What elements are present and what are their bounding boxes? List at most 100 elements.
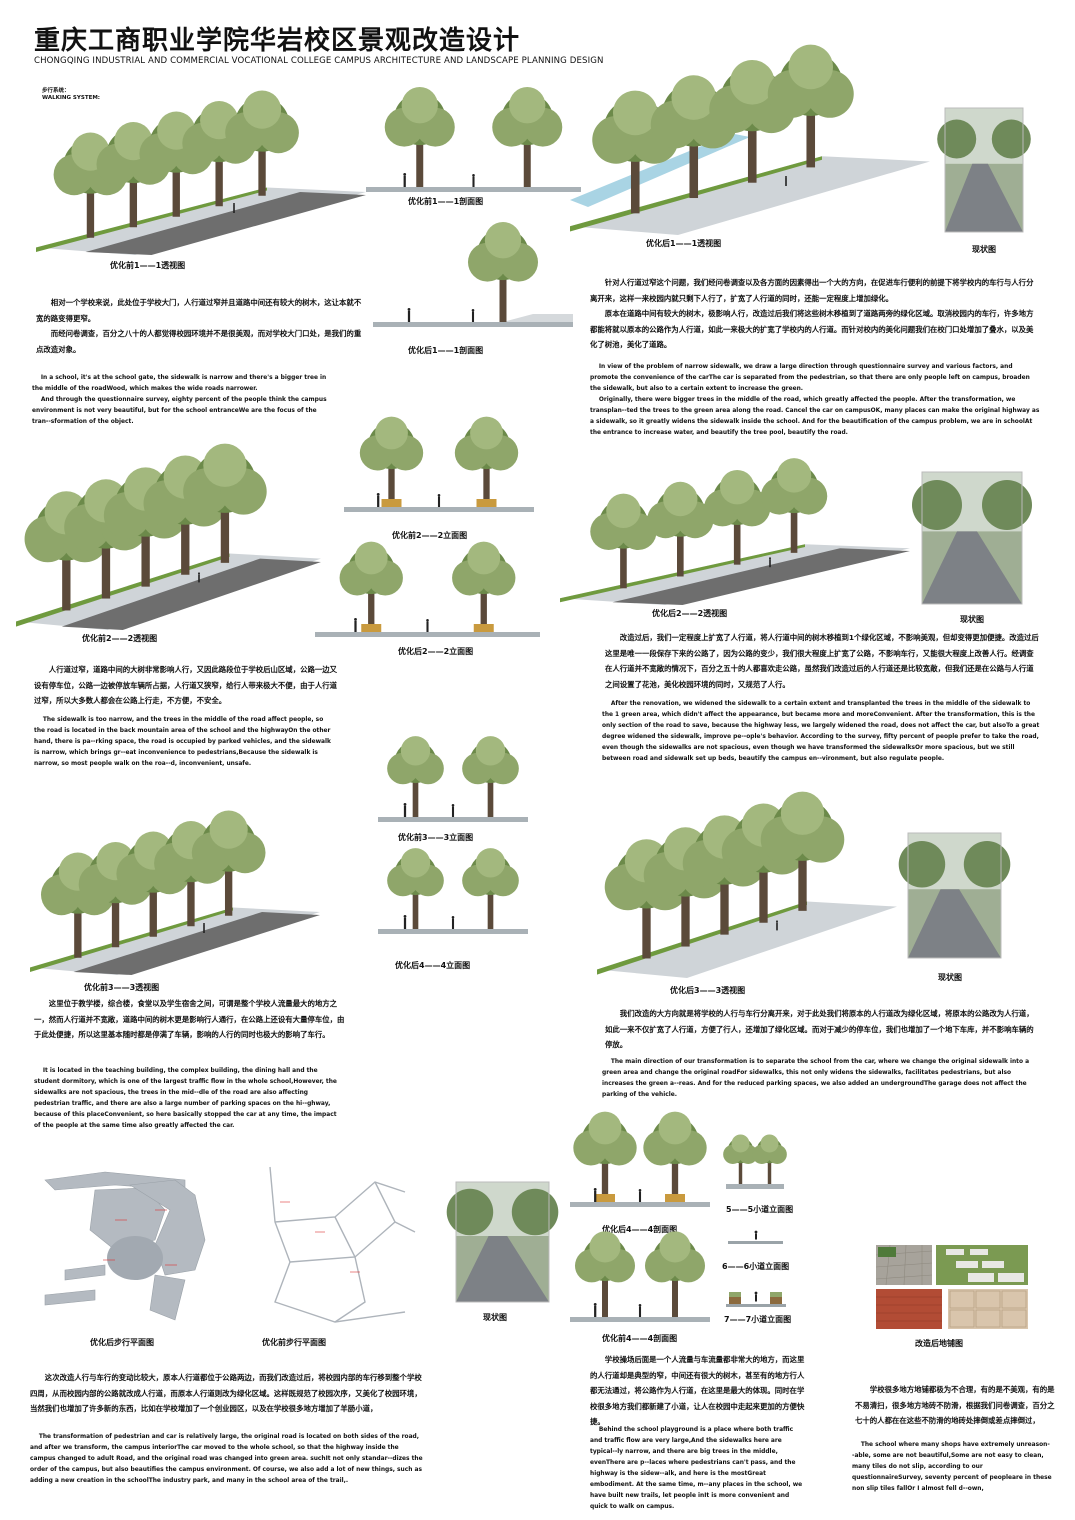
person-figure (233, 203, 235, 213)
walking-system-label: 步行系统： WALKING SYSTEM: (42, 88, 100, 102)
person-figure (472, 174, 475, 187)
caption-before2-elevation: 优化前2——2立面图 (392, 531, 468, 540)
tree-illustration (704, 469, 771, 565)
section2-text-cn: 人行道过窄，道路中间的大树非常影响人行，又因此路段位于学校后山区域，公路一边又设… (34, 662, 344, 709)
caption-plan-after: 优化后步行平面图 (90, 1338, 154, 1347)
caption-path-6: 6——6小道立面图 (722, 1262, 790, 1271)
paragraph: 这里位于教学楼，综合楼，食堂以及学生宿舍之间，可谓是整个学校人流量最大的地方之一… (34, 999, 345, 1039)
paragraph: Originally, there were bigger trees in t… (590, 397, 1040, 436)
paragraph: It is located in the teaching building, … (34, 1068, 337, 1129)
paragraph: 相对一个学校来说，此处位于学校大门，人行道过窄并且道路中间还有较大的树木，这让本… (36, 298, 362, 323)
tree-illustration (467, 222, 539, 322)
caption-after4-section: 优化后4——4剖面图 (602, 1225, 678, 1234)
paving-images (875, 1244, 1028, 1329)
plan-after (44, 1171, 206, 1321)
tree-illustration (384, 87, 455, 187)
caption-paving: 改造后地铺图 (915, 1339, 963, 1348)
tree-illustration (574, 1231, 636, 1317)
section-before-4 (570, 1231, 710, 1322)
paragraph: Behind the school playground is a place … (590, 1427, 803, 1510)
caption-before2-perspective: 优化前2——2透视图 (82, 634, 158, 643)
section4-text-en: The transformation of pedestrian and car… (30, 1432, 425, 1487)
tree-illustration (752, 1134, 787, 1184)
person-figure (437, 494, 441, 507)
tree-illustration (462, 736, 519, 817)
section3-after-text-en: The main direction of our transformation… (602, 1057, 1042, 1101)
person-figure (769, 557, 771, 568)
paragraph: 这次改造人行与车行的变动比较大，原本人行道都位于公路两边，而我们改造过后，将校园… (30, 1373, 422, 1413)
walking-system-en: WALKING SYSTEM: (42, 95, 101, 101)
paragraph: After the renovation, we widened the sid… (602, 701, 1040, 762)
person-figure (407, 308, 411, 322)
path-elevation-5 (723, 1134, 787, 1189)
paragraph: 我们改造的大方向就是将学校的人行与车行分离开来，对于此处我们将原本的人行道改为绿… (605, 1009, 1034, 1049)
paragraph: In view of the problem of narrow sidewal… (590, 364, 1030, 392)
section1-after-text-cn: 针对人行道过窄这个问题，我们经问卷调查以及各方面的因素得出一个大的方向，在促进车… (590, 275, 1040, 353)
page-subtitle: CHONGQING INDUSTRIAL AND COMMERCIAL VOCA… (34, 56, 604, 66)
status-photo-1 (937, 107, 1031, 233)
perspective-before-3 (30, 810, 320, 975)
caption-after3-perspective: 优化后3——3透视图 (670, 986, 746, 995)
section5-text-cn: 学校操场后面是一个人流量与车流量都非常大的地方，而这里的人行道却是典型的窄，中间… (590, 1352, 805, 1430)
tree-illustration (590, 493, 657, 589)
person-figure (198, 572, 200, 583)
tree-illustration (573, 1111, 637, 1202)
person-figure (426, 619, 429, 632)
paragraph: 人行道过窄，道路中间的大树非常影响人行，又因此路段位于学校后山区域，公路一边又设… (34, 665, 338, 705)
elevation-after-2 (315, 541, 540, 637)
paragraph: The main direction of our transformation… (602, 1059, 1030, 1098)
caption-status-4: 现状图 (483, 1313, 507, 1322)
caption-after2-perspective: 优化后2——2透视图 (652, 609, 728, 618)
section2-after-text-en: After the renovation, we widened the sid… (602, 699, 1042, 765)
person-figure (451, 916, 455, 929)
section6-text-cn: 学校很多地方地铺都极为不合理，有的是不美观，有的是不易清扫，很多地方地砖不防滑，… (855, 1382, 1055, 1429)
paragraph: 而经问卷调查，百分之八十的人都觉得校园环境并不是很美观，而对学校大门口处，是我们… (36, 329, 362, 354)
section1-after-text-en: In view of the problem of narrow sidewal… (590, 362, 1040, 439)
caption-before1-section: 优化前1——1剖面图 (408, 197, 484, 206)
paragraph: The school where many shops have extreme… (852, 1442, 1052, 1492)
page-title: 重庆工商职业学院华岩校区景观改造设计 (34, 26, 521, 56)
caption-path-5: 5——5小道立面图 (726, 1205, 794, 1214)
caption-before1-perspective: 优化前1——1透视图 (110, 261, 186, 270)
section5-text-en: Behind the school playground is a place … (590, 1425, 805, 1513)
tree-illustration (454, 416, 519, 507)
tree-illustration (492, 87, 563, 187)
person-figure (403, 803, 407, 817)
perspective-before-2 (16, 443, 321, 630)
tree-illustration (359, 416, 424, 507)
section1-text-cn: 相对一个学校来说，此处位于学校大门，人行道过窄并且道路中间还有较大的树木，这让本… (36, 295, 366, 357)
status-photo-3 (898, 832, 1011, 959)
paragraph: 改造过后，我们一定程度上扩宽了人行道，将人行道中间的树木移植到1个绿化区域，不影… (605, 633, 1039, 689)
caption-after1-perspective: 优化后1——1透视图 (646, 239, 722, 248)
paragraph: And through the questionnaire survey, ei… (32, 397, 327, 425)
paragraph: In a school, it's at the school gate, th… (32, 375, 327, 392)
tree-illustration (760, 458, 828, 553)
person-figure (776, 920, 778, 931)
perspective-after-3 (597, 791, 897, 978)
paragraph: The sidewalk is too narrow, and the tree… (34, 717, 331, 767)
elevation-before-3 (378, 736, 528, 822)
person-figure (593, 1188, 597, 1202)
perspective-after-2 (560, 458, 910, 605)
tree-illustration (644, 1231, 706, 1317)
tree-illustration (767, 44, 854, 168)
caption-after4-elevation: 优化后4——4立面图 (395, 961, 471, 970)
tree-illustration (709, 59, 796, 183)
caption-status-1: 现状图 (972, 245, 996, 254)
tree-illustration (225, 90, 299, 196)
section4-text-cn: 这次改造人行与车行的变动比较大，原本人行道都位于公路两边，而我们改造过后，将校园… (30, 1370, 425, 1417)
elevation-after-4 (378, 848, 528, 934)
caption-after2-elevation: 优化后2——2立面图 (398, 647, 474, 656)
caption-plan-before: 优化前步行平面图 (262, 1338, 326, 1347)
section-after-4 (570, 1111, 710, 1207)
section2-after-text-cn: 改造过后，我们一定程度上扩宽了人行道，将人行道中间的树木移植到1个绿化区域，不影… (605, 630, 1040, 692)
tree-illustration (760, 791, 845, 911)
path-elevation-6 (728, 1230, 783, 1244)
caption-path-7: 7——7小道立面图 (724, 1315, 792, 1324)
section3-text-en: It is located in the teaching building, … (34, 1066, 344, 1132)
caption-status-3: 现状图 (938, 973, 962, 982)
person-figure (593, 1303, 597, 1317)
plan-before (269, 1166, 416, 1323)
caption-status-2: 现状图 (960, 615, 984, 624)
person-figure (471, 309, 475, 322)
